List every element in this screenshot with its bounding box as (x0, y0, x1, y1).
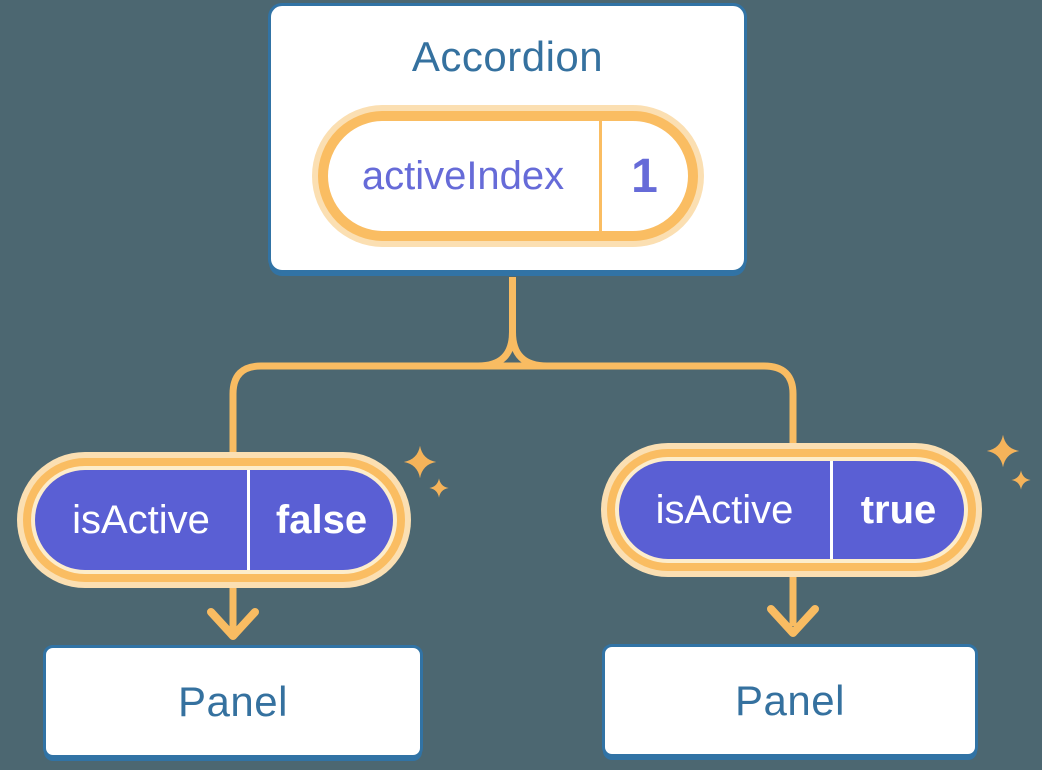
state-name-label: activeIndex (361, 153, 565, 198)
prop-value: false (275, 497, 368, 542)
pill-divider (247, 470, 250, 570)
panel-component-card-left: Panel (43, 645, 423, 758)
prop-value: true (860, 487, 937, 532)
prop-name-label: isActive (72, 497, 210, 542)
panel-title: Panel (735, 676, 845, 724)
left-arrow-icon (207, 608, 259, 640)
panel-title: Panel (178, 677, 288, 725)
stem-connector-left-fork (477, 277, 516, 370)
stem-connector-right-fork (509, 277, 548, 370)
prop-pill-isactive-true: isActive true (619, 461, 964, 559)
state-pill-activeindex: activeIndex 1 (317, 111, 698, 241)
sparkle-icon (986, 434, 1020, 468)
accordion-title: Accordion (411, 33, 604, 80)
state-value: 1 (631, 149, 658, 203)
pill-divider (830, 461, 833, 559)
right-arrow-icon (767, 605, 819, 637)
sparkle-icon (429, 478, 449, 498)
branch-connector-line (229, 362, 797, 630)
accordion-component-card: Accordion activeIndex 1 (268, 3, 747, 273)
panel-component-card-right: Panel (602, 644, 978, 757)
prop-name-label: isActive (655, 487, 794, 532)
pill-divider (598, 121, 602, 231)
sparkle-icon (1011, 470, 1031, 490)
sparkle-icon (403, 445, 437, 479)
prop-pill-isactive-false: isActive false (35, 470, 393, 570)
